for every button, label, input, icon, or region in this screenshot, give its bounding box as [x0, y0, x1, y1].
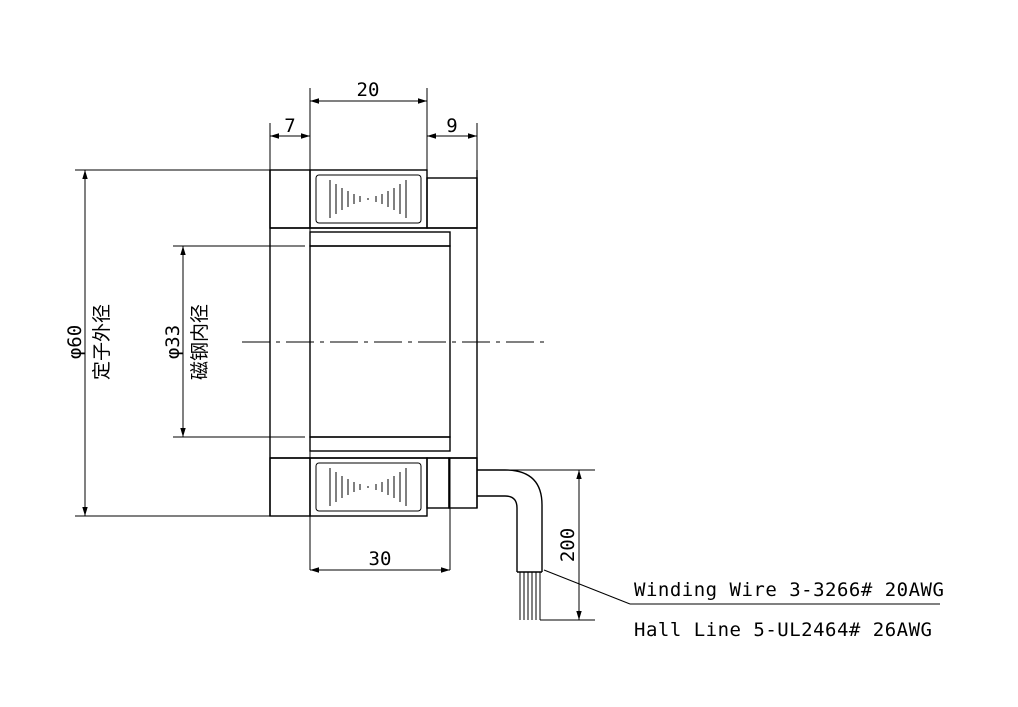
- dim-label-9: 9: [446, 115, 457, 137]
- label-magnet-id: 磁钢内径: [189, 304, 211, 380]
- dimension-stator-diameter: φ60 定子外径: [64, 169, 270, 517]
- label-stator-od: 定子外径: [91, 304, 113, 380]
- dim-label-phi33: φ33: [162, 325, 184, 359]
- dimension-magnet-length: 30: [310, 548, 450, 573]
- dim-label-phi60: φ60: [64, 325, 86, 359]
- dim-label-30: 30: [369, 548, 392, 570]
- winding-coil-top: [309, 169, 428, 229]
- note-winding-wire: Winding Wire 3-3266# 20AWG: [634, 579, 944, 601]
- note-hall-line: Hall Line 5-UL2464# 26AWG: [634, 619, 932, 641]
- magnet-ring: [309, 228, 451, 570]
- dim-label-200: 200: [557, 528, 579, 562]
- dimension-stator-length: 20: [309, 79, 428, 178]
- stator-section-bottom: [269, 457, 478, 517]
- dim-label-7: 7: [284, 115, 295, 137]
- dimension-left-offset: 7: [269, 115, 310, 170]
- dim-label-20: 20: [357, 79, 380, 101]
- dimension-right-offset: 9: [427, 115, 478, 170]
- dimension-magnet-diameter: φ33 磁钢内径: [162, 245, 305, 438]
- stator-section-top: [269, 169, 478, 229]
- lead-wire-bundle: [477, 469, 543, 620]
- dimension-lead-length: 200: [477, 469, 595, 621]
- winding-coil-bottom: [309, 457, 428, 517]
- wire-leader: [543, 569, 940, 605]
- stator-outline: [269, 170, 478, 516]
